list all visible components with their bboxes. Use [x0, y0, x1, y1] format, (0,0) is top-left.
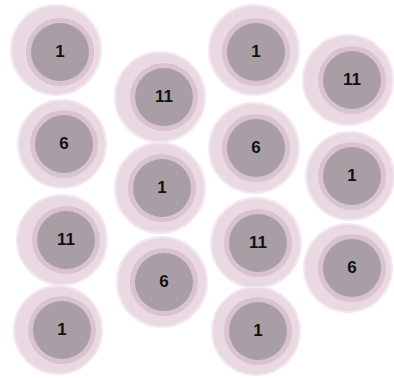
nucleus: [135, 68, 193, 126]
cell-circle: 6: [116, 236, 208, 328]
nucleus: [37, 211, 95, 269]
nucleus: [229, 214, 287, 272]
nucleus-halo: [318, 234, 386, 302]
cell-circle: 1: [10, 4, 102, 96]
cytoplasm: [18, 100, 106, 188]
cell-circle: 11: [114, 51, 206, 143]
cell-circle: 1: [13, 285, 103, 375]
cell-number: 11: [249, 233, 267, 253]
cytoplasm: [11, 5, 101, 95]
cytoplasm: [115, 52, 205, 142]
cell-circle: 11: [302, 34, 394, 126]
nucleus-halo: [224, 209, 292, 277]
nucleus: [227, 23, 285, 81]
cytoplasm: [303, 35, 393, 125]
nucleus: [323, 51, 381, 109]
cell-number: 11: [343, 70, 361, 90]
cell-number: 1: [55, 42, 64, 62]
cell-number: 6: [159, 272, 168, 292]
cell-circle: 1: [211, 286, 301, 376]
cell-circle: 1: [305, 131, 394, 221]
nucleus-halo: [30, 110, 98, 178]
cell-number: 11: [57, 230, 75, 250]
nucleus-halo: [224, 297, 292, 365]
cell-circle: 6: [208, 102, 300, 194]
nucleus-halo: [318, 46, 386, 114]
cell-number: 1: [57, 320, 66, 340]
cell-number: 6: [251, 138, 260, 158]
cell-number: 1: [157, 178, 166, 198]
nucleus: [323, 239, 381, 297]
cell-circle: 11: [210, 197, 302, 289]
cell-circle: 6: [303, 223, 393, 313]
cell-number: 1: [253, 321, 262, 341]
nucleus-halo: [318, 142, 386, 210]
cytoplasm: [304, 224, 392, 312]
cell-number: 1: [251, 42, 260, 62]
cytoplasm: [211, 198, 301, 288]
cell-circle: 1: [208, 4, 300, 96]
nucleus-halo: [26, 18, 94, 86]
cytoplasm: [212, 287, 300, 375]
nucleus-halo: [130, 248, 198, 316]
cell-number: 11: [155, 87, 173, 107]
nucleus: [135, 253, 193, 311]
nucleus-halo: [32, 206, 100, 274]
cytoplasm: [117, 237, 207, 327]
cytoplasm: [17, 195, 107, 285]
cytoplasm: [209, 103, 299, 193]
cell-number: 6: [59, 134, 68, 154]
nucleus-halo: [222, 18, 290, 86]
nucleus-halo: [222, 114, 290, 182]
nucleus-halo: [130, 63, 198, 131]
nucleus: [33, 301, 91, 359]
nucleus: [31, 23, 89, 81]
cytoplasm: [306, 132, 394, 220]
cell-number: 6: [347, 258, 356, 278]
cell-circle: 6: [17, 99, 107, 189]
nucleus-halo: [28, 296, 96, 364]
cell-number: 1: [347, 166, 356, 186]
nucleus: [227, 119, 285, 177]
nucleus-halo: [128, 154, 196, 222]
cell-circle: 1: [114, 142, 206, 234]
cytoplasm: [115, 143, 205, 233]
nucleus: [229, 302, 287, 360]
nucleus: [35, 115, 93, 173]
nucleus: [323, 147, 381, 205]
cytoplasm: [14, 286, 102, 374]
cytoplasm: [209, 5, 299, 95]
cell-circle: 11: [16, 194, 108, 286]
nucleus: [133, 159, 191, 217]
